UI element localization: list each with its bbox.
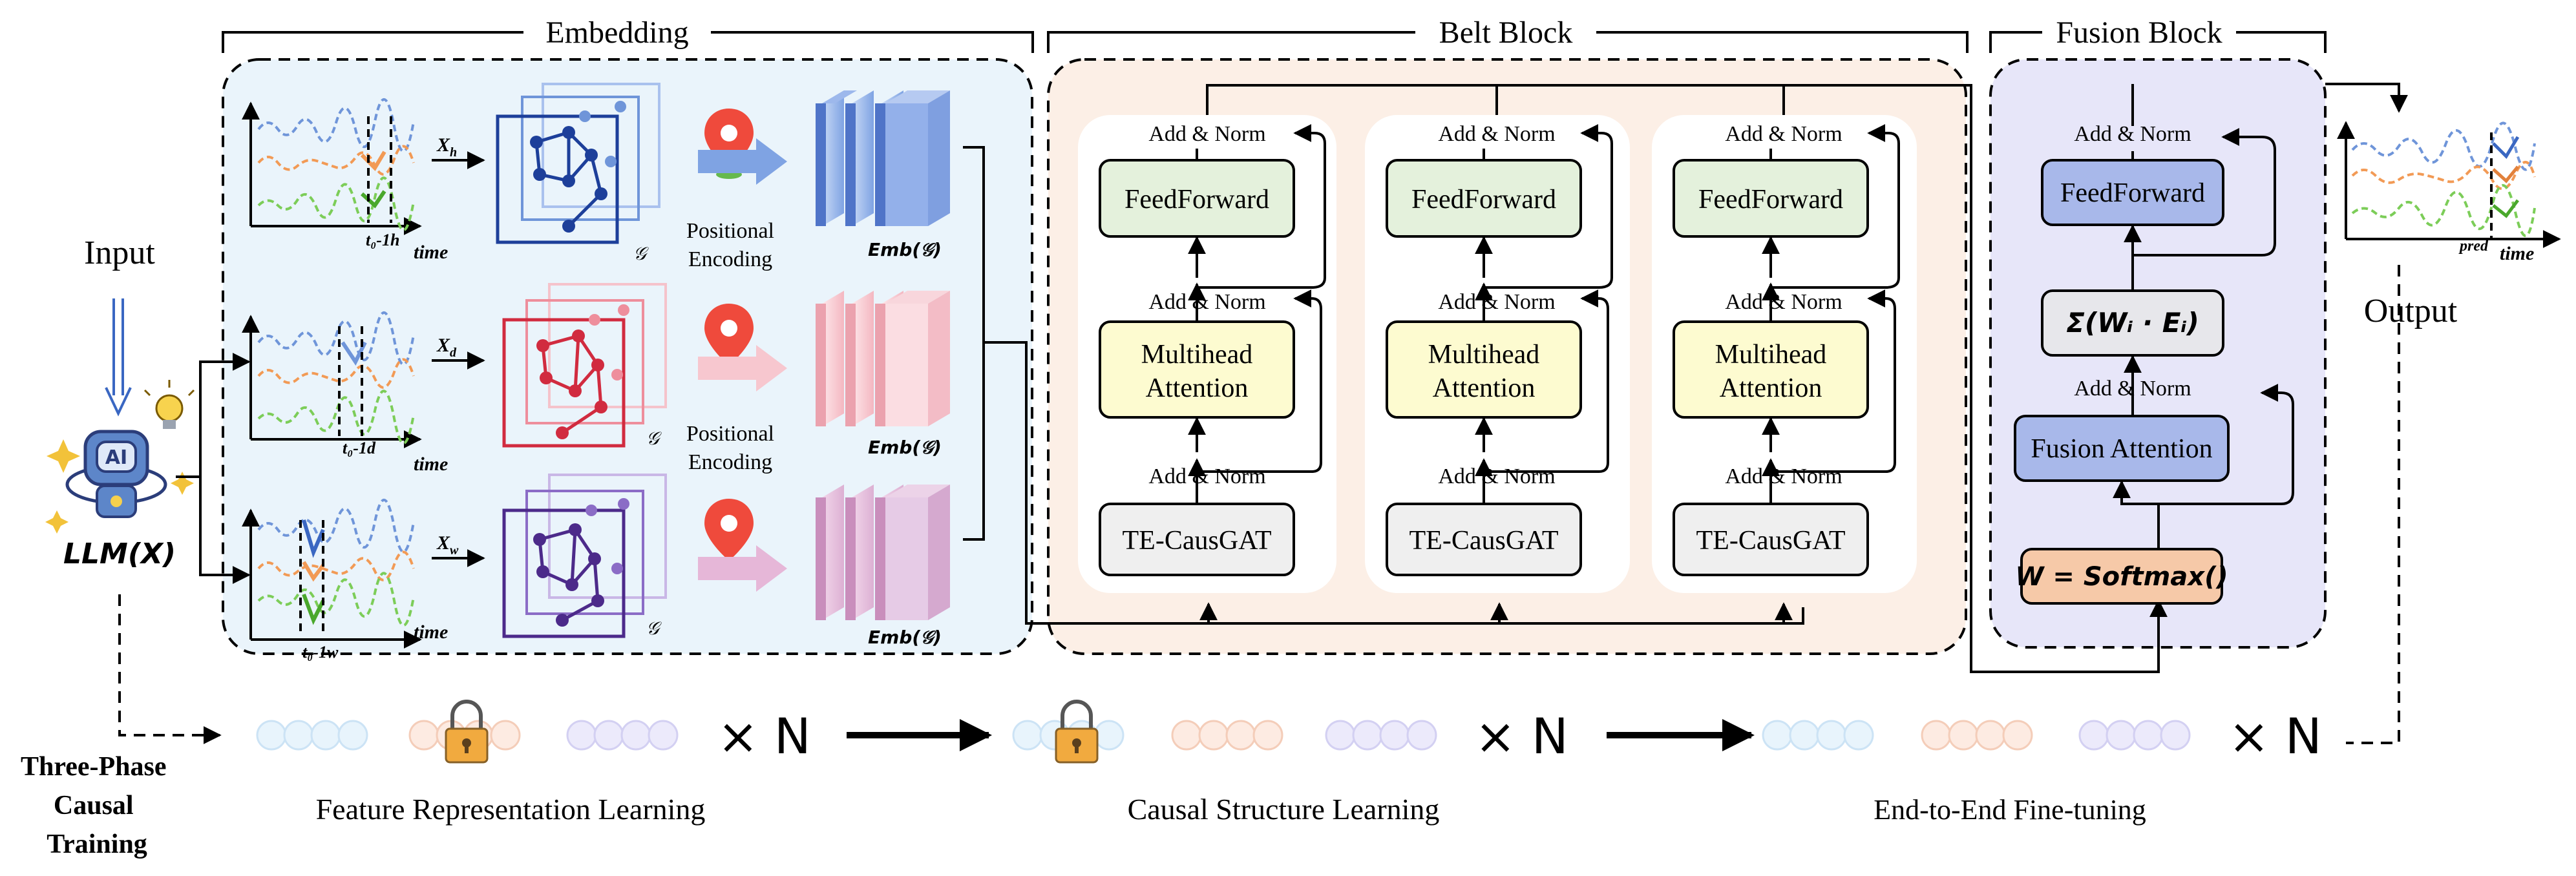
phase-2-multiplier: × N xyxy=(1475,707,1568,765)
phase-3-multiplier: × N xyxy=(2228,707,2322,765)
feedforward-label: FeedForward xyxy=(1411,185,1556,214)
belt-column-3: Add & Norm FeedForward Add & Norm Multih… xyxy=(1652,115,1917,593)
pred-label: pred xyxy=(2458,238,2489,255)
robot-icon: AI xyxy=(45,430,194,534)
series-chart xyxy=(242,98,420,230)
softmax-block xyxy=(2020,548,2223,605)
phase-1-multiplier: × N xyxy=(717,707,811,765)
belt-block-title: Belt Block xyxy=(1439,16,1573,50)
embedding-merge-connector xyxy=(963,146,1804,625)
belt-column-1: Add & Norm FeedForward Add & Norm Multih… xyxy=(1078,115,1336,593)
te-causgat-label: TE-CausGAT xyxy=(1696,526,1846,556)
x-label: Xh xyxy=(436,134,457,160)
add-norm-top: Add & Norm xyxy=(1148,122,1265,146)
belt-column-2: Add & Norm FeedForward Add & Norm Multih… xyxy=(1365,115,1630,593)
fusion-feedforward-label: FeedForward xyxy=(2060,178,2205,208)
t-label: t₀-1d xyxy=(343,439,376,457)
x-label: Xw xyxy=(436,532,459,558)
te-causgat-label: TE-CausGAT xyxy=(1123,526,1272,556)
feedforward-label: FeedForward xyxy=(1698,185,1843,214)
llm-label: LLM(X) xyxy=(63,537,176,570)
fusion-block-title: Fusion Block xyxy=(2056,16,2222,50)
fusion-block: Add & Norm FeedForward Σ(Wᵢ · Eᵢ) Add & … xyxy=(2014,122,2294,605)
emb-label: Emb(𝒢) xyxy=(868,627,942,648)
softmax-label: W = Softmax() xyxy=(2015,562,2228,592)
lock-icon xyxy=(1055,700,1099,764)
t-label: t₀-1h xyxy=(366,231,399,249)
belt-to-fusion-connector xyxy=(1206,84,2168,673)
t-label: t₀-1w xyxy=(302,643,339,662)
fusion-add-norm-top: Add & Norm xyxy=(2074,122,2191,146)
series-chart xyxy=(242,311,422,448)
section-titles: Embedding Belt Block Fusion Block xyxy=(523,14,2236,50)
add-norm-mid: Add & Norm xyxy=(1438,290,1555,314)
phase-2-label: Causal Structure Learning xyxy=(1128,793,1440,826)
add-norm-mid: Add & Norm xyxy=(1148,290,1265,314)
training-title: Three-Phase Causal Training xyxy=(21,752,173,859)
output-time-label: time xyxy=(2500,243,2534,264)
fusion-to-output-connector xyxy=(2131,83,2408,126)
fusion-attention-label: Fusion Attention xyxy=(2031,434,2212,464)
x-label: Xd xyxy=(436,335,457,360)
feedforward-label: FeedForward xyxy=(1124,185,1269,214)
embedding-stack-blue xyxy=(816,90,950,226)
weighted-sum-label: Σ(Wᵢ · Eᵢ) xyxy=(2066,307,2199,339)
llm-branch-connectors xyxy=(176,353,251,584)
output-label: Output xyxy=(2364,293,2458,329)
positional-arrow-red xyxy=(698,345,787,391)
lock-icon xyxy=(445,700,489,764)
positional-arrow-purple xyxy=(698,545,787,592)
lightbulb-icon xyxy=(143,380,195,429)
emb-label: Emb(𝒢) xyxy=(868,239,942,260)
llm-to-training-connector xyxy=(118,594,222,744)
phase-3-label: End-to-End Fine-tuning xyxy=(1874,794,2146,826)
add-norm-mid: Add & Norm xyxy=(1725,290,1842,314)
emb-label: Emb(𝒢) xyxy=(868,437,942,458)
causal-graph-purple xyxy=(502,474,667,638)
embedding-stack-red xyxy=(816,291,950,426)
embedding-row-week: t₀-1w time Xw 𝒢 xyxy=(242,474,950,662)
te-causgat-label: TE-CausGAT xyxy=(1409,526,1559,556)
phase-1-label: Feature Representation Learning xyxy=(316,793,706,826)
add-norm-top: Add & Norm xyxy=(1725,122,1842,146)
time-label: time xyxy=(414,454,448,475)
positional-arrow-blue xyxy=(698,138,787,185)
phase-3-tokens xyxy=(1762,720,2191,751)
phase-2-tokens xyxy=(1012,700,1437,764)
input-label: Input xyxy=(84,235,155,271)
output-chart: pred time xyxy=(2337,121,2561,264)
add-norm-low: Add & Norm xyxy=(1148,464,1265,488)
time-label: time xyxy=(414,242,448,263)
output-return-connector xyxy=(2346,265,2400,744)
embedding-title: Embedding xyxy=(545,16,688,50)
input-down-arrow xyxy=(105,298,132,417)
time-label: time xyxy=(414,621,448,643)
add-norm-low: Add & Norm xyxy=(1725,464,1842,488)
embedding-stack-purple xyxy=(816,485,950,620)
ai-badge: AI xyxy=(105,446,127,469)
phase-1-tokens xyxy=(256,700,679,764)
add-norm-low: Add & Norm xyxy=(1438,464,1555,488)
causal-graph-blue xyxy=(496,83,660,244)
causal-graph-red xyxy=(502,283,667,448)
add-norm-top: Add & Norm xyxy=(1438,122,1555,146)
series-chart xyxy=(242,498,422,649)
